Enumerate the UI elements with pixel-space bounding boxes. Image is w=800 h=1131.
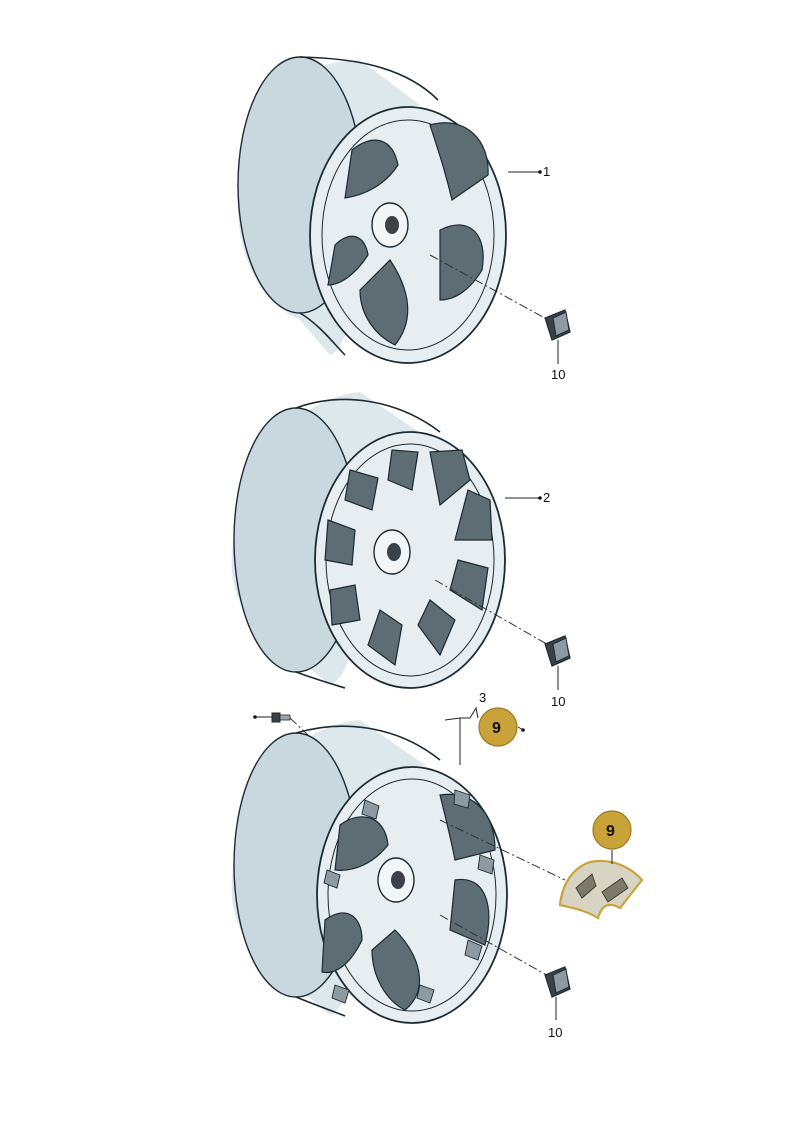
wheel-3-face-inner [327,778,497,1012]
wheel-1-window [327,235,369,286]
wheel-1-window [439,224,484,301]
wheel-3[interactable] [231,720,508,1024]
center-cap-2-face [552,637,570,663]
wheel-2-window [417,599,456,657]
callout-10-a: 10 [551,367,565,382]
wheel-3-barrel-bottom [295,996,346,1017]
wheel-2-center-bore [387,543,401,561]
wheel-3-center-bore [391,871,405,889]
callout-10-b: 10 [551,694,565,709]
wheel-insert-9-slot [601,877,629,903]
wheel-3-barrel-top [295,725,441,761]
wheel-2[interactable] [231,392,506,689]
center-cap-3[interactable] [544,966,571,998]
wheel-1-window [359,259,409,346]
wheel-3-slot [331,984,350,1004]
wheel-2-window [324,519,356,566]
cap-2-axis-line [434,579,553,648]
center-cap-3-face [552,968,570,994]
wheel-2-barrel-top [295,398,441,433]
callout-2: 2 [543,490,550,505]
wheel-1-center-bore [385,216,399,234]
badge-top-leader [517,726,524,731]
wheel-3-slot [323,869,341,889]
wheel-2-window [329,584,361,626]
wheel-1-window [429,122,489,201]
center-cap-2[interactable] [544,635,571,667]
valve-screw-axis [289,717,309,736]
wheel-insert-9-body [558,859,644,920]
wheel-3-window [334,816,389,871]
wheel-3-leader-arrow [444,717,461,721]
badge-9-right-label: 9 [606,823,615,840]
wheel-2-leader-dot [538,496,542,500]
badge-9-top[interactable]: 9 [478,707,518,747]
badge-9-top-label: 9 [492,720,501,737]
wheel-2-window [387,449,419,491]
valve-screw-head [271,712,281,723]
wheel-3-slot [464,939,483,961]
wheel-3-slot [453,789,471,809]
wheel-3-leader [459,706,479,765]
wheel-1-barrel-bottom [299,312,346,356]
valve-screw-shaft [279,714,291,721]
wheel-1-window [344,139,399,199]
wheel-1-face-inner [321,119,495,351]
wheel-1-barrel-top [299,56,439,101]
badge-9-right-circle [592,810,632,850]
badge-9-top-circle [478,707,518,747]
center-cap-1[interactable] [544,309,571,341]
wheel-2-window [367,609,403,667]
wheel-2-window [344,469,379,511]
wheel-3-slot [477,854,495,875]
wheel-2-window [429,449,471,507]
cap-3-axis-line [439,914,553,979]
wheel-3-slot [361,799,380,820]
wheel-insert-9-slot [575,873,597,899]
wheel-2-window [454,489,493,541]
wheel-3-window [371,929,420,1011]
wheel-1[interactable] [237,56,507,364]
wheel-insert-9[interactable] [558,859,644,920]
wheel-2-barrel-bottom [295,671,346,689]
wheel-3-slot [416,984,435,1004]
wheel-3-window [449,878,490,946]
center-cap-1-face [552,311,570,337]
insert-axis-line [439,819,566,881]
wheel-1-leader-dot [538,170,542,174]
wheel-3-window [321,912,363,974]
cap-1-axis-line [429,254,553,323]
badge-9-right[interactable]: 9 [592,810,632,850]
valve-screw-leader-dot [253,715,257,719]
callout-10-c: 10 [548,1025,562,1040]
callout-3: 3 [479,690,486,705]
callout-1: 1 [543,164,550,179]
valve-screw[interactable] [253,712,309,736]
wheel-2-window [449,559,489,611]
